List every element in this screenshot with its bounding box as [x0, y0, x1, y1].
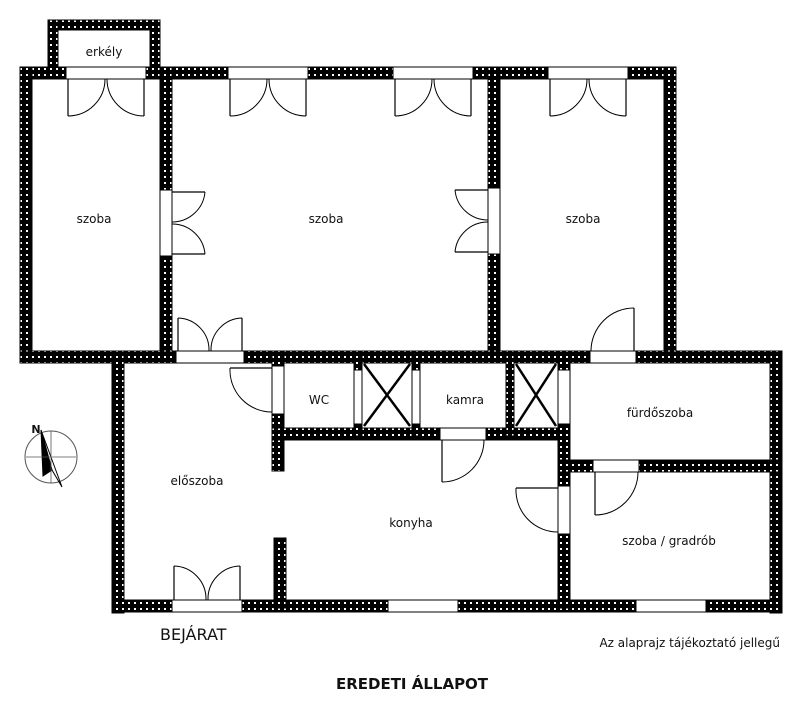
compass-icon: N: [24, 423, 78, 488]
wall: [149, 19, 161, 71]
door-frame: [592, 459, 640, 473]
wall: [47, 19, 161, 31]
plan-title: EREDETI ÁLLAPOT: [336, 674, 489, 693]
door-frame: [487, 187, 501, 255]
wall: [111, 350, 125, 614]
door-frame: [271, 365, 285, 415]
room-label-pantry: kamra: [446, 393, 484, 407]
door-frame: [557, 485, 571, 535]
windows: [65, 66, 707, 613]
door-frame: [175, 350, 245, 364]
door-frame: [411, 369, 421, 425]
room-label-wardrobe-room: szoba / gradrób: [622, 534, 716, 548]
room-label-bathroom: fürdőszoba: [627, 406, 693, 420]
wall: [271, 427, 571, 441]
window: [392, 66, 474, 80]
room-label-hall: előszoba: [171, 474, 224, 488]
window: [635, 599, 707, 613]
wall: [273, 537, 287, 609]
shaft-mark: [514, 363, 558, 427]
door-frame: [353, 369, 363, 425]
room-label-room-center: szoba: [309, 212, 344, 226]
disclaimer-text: Az alaprajz tájékoztató jellegű: [599, 636, 780, 650]
entrance-label: BEJÁRAT: [160, 625, 227, 644]
room-label-balcony: erkély: [86, 45, 123, 59]
wall: [19, 66, 33, 364]
room-label-room-left: szoba: [77, 212, 112, 226]
door-frame: [557, 369, 571, 425]
room-label-room-right: szoba: [566, 212, 601, 226]
room-label-kitchen: konyha: [389, 516, 433, 530]
window: [547, 66, 629, 80]
compass-label: N: [31, 423, 40, 436]
shafts: [362, 363, 558, 427]
wall: [505, 350, 515, 437]
door-frame: [439, 427, 487, 441]
door-frame: [159, 189, 173, 257]
wall: [663, 66, 677, 364]
entrance-door-frame: [171, 599, 243, 613]
wall: [557, 459, 781, 473]
door-frame: [589, 350, 637, 364]
wall: [769, 350, 783, 614]
window: [387, 599, 459, 613]
wall: [19, 350, 783, 364]
shaft-mark: [362, 363, 412, 427]
balcony-door-frame: [65, 66, 147, 80]
room-label-wc: WC: [309, 393, 329, 407]
door-swings: [67, 78, 639, 601]
window: [227, 66, 309, 80]
wall: [47, 19, 59, 71]
